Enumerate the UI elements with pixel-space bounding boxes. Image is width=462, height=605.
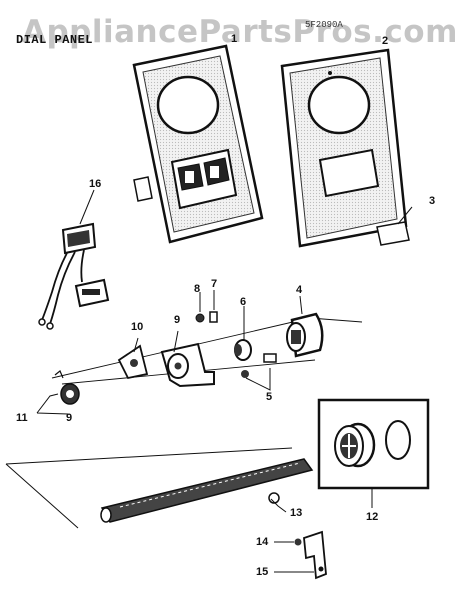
part-3-plate <box>376 221 410 246</box>
part-7-screw <box>209 290 218 323</box>
callout-4: 4 <box>296 284 303 296</box>
callout-3: 3 <box>429 195 436 207</box>
part-5-screws <box>241 353 277 391</box>
part-15-bracket <box>274 530 327 580</box>
callout-9b: 9 <box>66 412 73 424</box>
callout-13: 13 <box>290 507 303 519</box>
part-4-knob <box>286 295 324 358</box>
dial-panel-left <box>132 44 264 244</box>
part-13-clip <box>268 492 287 513</box>
callout-7: 7 <box>211 278 218 290</box>
callout-14: 14 <box>256 536 269 548</box>
callout-1: 1 <box>231 33 238 45</box>
callout-2: 2 <box>382 35 389 47</box>
section-title: DIAL PANEL <box>16 33 94 47</box>
part-9-bracket <box>160 330 215 388</box>
callout-9: 9 <box>174 314 181 326</box>
callout-10: 10 <box>131 321 144 333</box>
part-11-knob <box>54 370 80 405</box>
part-16-switch <box>38 189 110 330</box>
part-6-spacer <box>234 306 252 361</box>
dial-panel-right <box>280 48 408 248</box>
part-12-knob-assembly <box>317 398 430 508</box>
part-8-screw <box>195 292 205 323</box>
watermark: AppliancePartsPros.com <box>22 14 458 50</box>
callout-16: 16 <box>89 178 102 190</box>
callout-15: 15 <box>256 566 269 578</box>
callout-11: 11 <box>16 412 28 424</box>
callout-12: 12 <box>366 511 379 523</box>
header-code: 5F2090A <box>305 20 343 30</box>
callout-5: 5 <box>266 391 273 403</box>
callout-8: 8 <box>194 283 201 295</box>
callout-6: 6 <box>240 296 247 308</box>
long-shaft <box>5 447 314 529</box>
part-14-screw <box>274 538 302 546</box>
part-10-cam <box>117 337 149 380</box>
